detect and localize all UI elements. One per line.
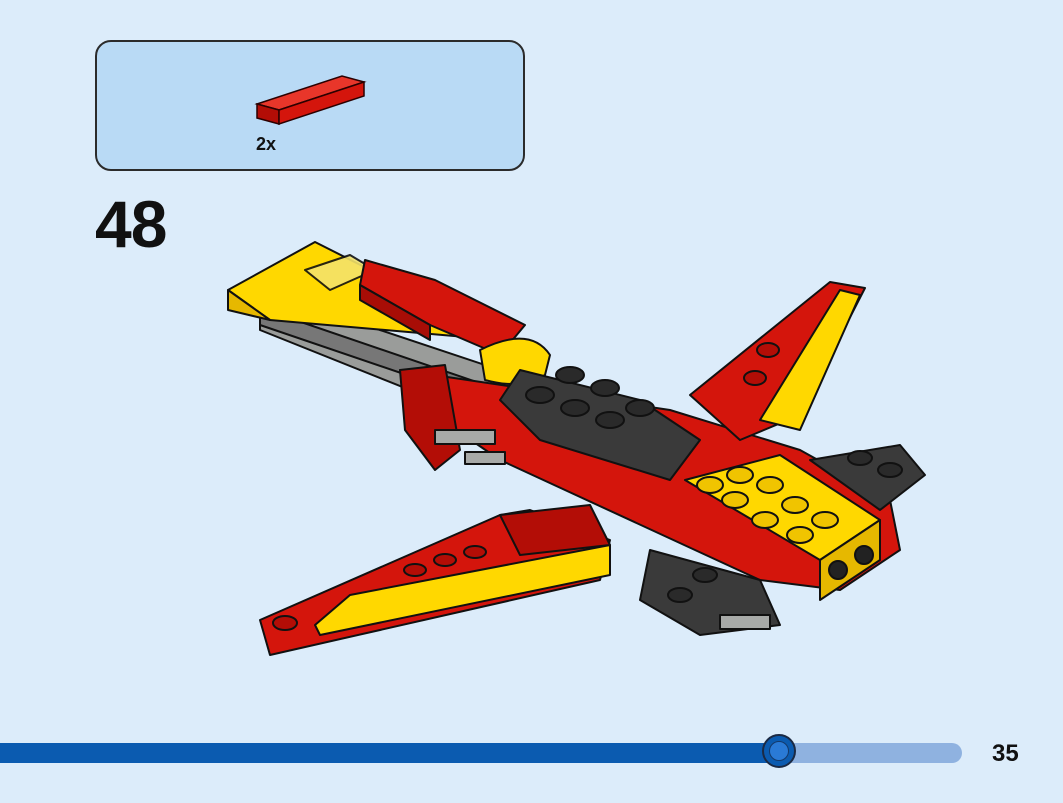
progress-knob	[762, 734, 797, 768]
red-tile-part-icon	[254, 75, 367, 126]
step-number: 48	[95, 187, 167, 261]
page-number: 35	[992, 740, 1019, 767]
parts-callout: 2x	[95, 40, 525, 171]
part-quantity: 2x	[256, 134, 277, 154]
progress-bar	[0, 734, 962, 768]
jet-plane-model-icon	[227, 241, 926, 656]
progress-bar-fill	[0, 743, 780, 763]
